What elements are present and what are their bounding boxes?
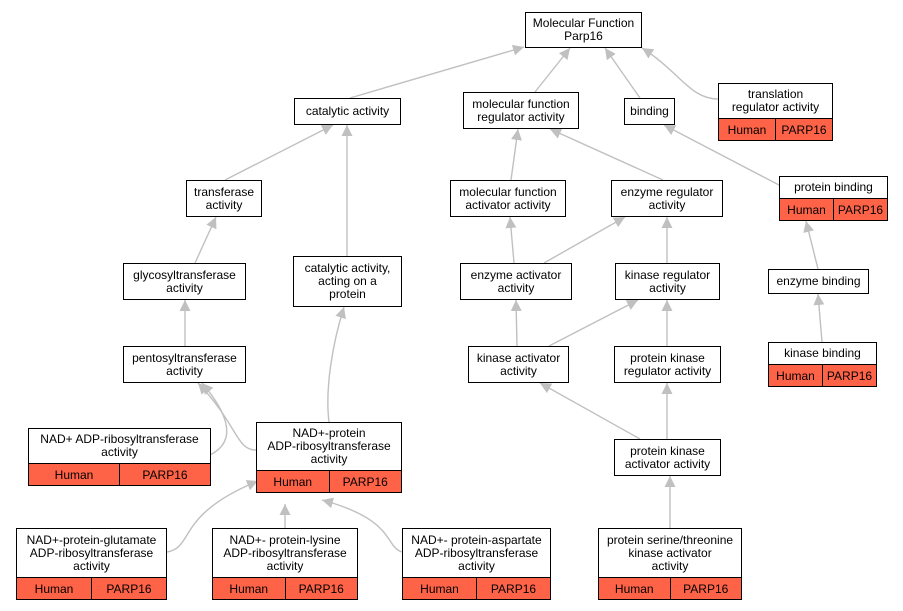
node-pentosyltransferase-activity[interactable]: pentosyltransferase activity	[123, 346, 246, 383]
node-protein-binding[interactable]: protein binding Human PARP16	[779, 176, 888, 221]
gene-cell: PARP16	[91, 578, 166, 599]
node-label: catalytic activity, acting on a protein	[304, 261, 391, 301]
gene-cell: PARP16	[328, 471, 402, 492]
node-nad-protein-glutamate-adp-ribosyltransferase-activity[interactable]: NAD+-protein-glutamate ADP-ribosyltransf…	[16, 528, 167, 600]
node-label: NAD+-protein-glutamate ADP-ribosyltransf…	[26, 532, 157, 573]
node-nad-protein-aspartate-adp-ribosyltransferase-activity[interactable]: NAD+- protein-aspartate ADP-ribosyltrans…	[402, 528, 551, 600]
gene-cell: PARP16	[476, 578, 550, 599]
edge-transferase-to-catalytic	[224, 124, 334, 181]
organism-cell: Human	[727, 122, 767, 137]
node-label: kinase activator activity	[476, 350, 561, 378]
node-protein-kinase-activator-activity[interactable]: protein kinase activator activity	[614, 439, 721, 476]
organism-cell: Human	[614, 581, 654, 596]
node-molecular-function-activator-activity[interactable]: molecular function activator activity	[450, 180, 566, 217]
gene-cell: PARP16	[119, 464, 210, 485]
node-label: translation regulator activity	[731, 87, 820, 114]
node-label: enzyme activator activity	[470, 267, 562, 295]
node-label: transferase activity	[193, 184, 255, 212]
node-label: catalytic activity	[305, 104, 390, 118]
node-label: Molecular Function Parp16	[532, 16, 635, 43]
node-label: protein kinase activator activity	[624, 443, 711, 471]
node-label: pentosyltransferase activity	[132, 350, 237, 378]
node-nad-adp-ribosyltransferase-activity[interactable]: NAD+ ADP-ribosyltransferase activity Hum…	[28, 428, 211, 486]
organism-cell: Human	[776, 368, 815, 383]
edge-glutamate-to-nadprotein	[166, 480, 259, 553]
annotation-row: Human PARP16	[29, 463, 210, 485]
annotation-row: Human PARP16	[17, 577, 166, 599]
node-nad-protein-lysine-adp-ribosyltransferase-activity[interactable]: NAD+- protein-lysine ADP-ribosyltransfer…	[212, 528, 358, 600]
node-label: molecular function activator activity	[459, 184, 557, 212]
node-protein-kinase-regulator-activity[interactable]: protein kinase regulator activity	[614, 346, 721, 383]
node-enzyme-binding[interactable]: enzyme binding	[768, 269, 869, 294]
node-transferase-activity[interactable]: transferase activity	[186, 180, 262, 217]
edge-activator-to-regulator	[510, 128, 522, 181]
node-kinase-activator-activity[interactable]: kinase activator activity	[468, 346, 569, 383]
node-label: NAD+ ADP-ribosyltransferase activity	[40, 432, 199, 459]
annotation-row: Human PARP16	[213, 577, 357, 599]
organism-cell: Human	[34, 581, 74, 596]
node-molecular-function-parp16[interactable]: Molecular Function Parp16	[525, 12, 642, 48]
edge-protbinding-to-binding	[663, 124, 780, 186]
edge-kinact-to-kinreg	[548, 299, 639, 347]
node-label: NAD+- protein-lysine ADP-ribosyltransfer…	[223, 532, 347, 573]
annotation-row: Human PARP16	[719, 118, 832, 140]
node-label: enzyme binding	[776, 274, 861, 288]
node-label: molecular function regulator activity	[472, 96, 570, 124]
node-protein-serine-threonine-kinase-activator-activity[interactable]: protein serine/threonine kinase activato…	[598, 528, 742, 600]
node-nad-protein-adp-ribosyltransferase-activity[interactable]: NAD+-protein ADP-ribosyltransferase acti…	[256, 422, 402, 493]
node-enzyme-regulator-activity[interactable]: enzyme regulator activity	[611, 180, 723, 217]
node-label: enzyme regulator activity	[620, 184, 714, 212]
organism-cell: Human	[420, 581, 459, 596]
node-label: protein serine/threonine kinase activato…	[606, 532, 734, 573]
gene-cell: PARP16	[822, 365, 876, 386]
edge-aspartate-to-nadprotein	[321, 497, 403, 553]
node-label: NAD+-protein ADP-ribosyltransferase acti…	[267, 426, 391, 466]
node-kinase-binding[interactable]: kinase binding Human PARP16	[768, 342, 877, 387]
organism-cell: Human	[787, 202, 826, 217]
node-glycosyltransferase-activity[interactable]: glycosyltransferase activity	[123, 263, 246, 300]
edge-glyco-to-transferase	[194, 216, 217, 264]
gene-cell: PARP16	[833, 199, 887, 220]
node-translation-regulator-activity[interactable]: translation regulator activity Human PAR…	[718, 83, 833, 141]
edge-kinbinding-to-enzbinding	[813, 293, 825, 343]
node-kinase-regulator-activity[interactable]: kinase regulator activity	[615, 263, 720, 300]
edge-enzbind-to-protbinding	[803, 220, 819, 270]
edge-enzact-to-enzreg	[543, 216, 626, 264]
node-label: NAD+- protein-aspartate ADP-ribosyltrans…	[411, 532, 542, 573]
node-molecular-function-regulator-activity[interactable]: molecular function regulator activity	[463, 92, 579, 129]
organism-cell: Human	[229, 581, 269, 596]
annotation-row: Human PARP16	[599, 577, 741, 599]
edge-translation-to-root	[641, 47, 719, 100]
edge-regulator-to-root	[534, 47, 571, 93]
node-label: binding	[630, 104, 669, 118]
gene-cell: PARP16	[669, 578, 742, 599]
edge-binding-to-root	[604, 47, 641, 99]
node-binding[interactable]: binding	[624, 98, 675, 125]
edge-enzact-to-mfactivator	[505, 216, 517, 264]
node-label: glycosyltransferase activity	[133, 267, 236, 295]
annotation-row: Human PARP16	[257, 470, 401, 492]
edge-catalytic-to-root	[349, 44, 525, 99]
node-label: kinase binding	[784, 346, 861, 360]
edge-enzreg-to-regulator	[549, 128, 664, 181]
gene-cell: PARP16	[775, 119, 832, 140]
node-catalytic-activity-acting-on-protein[interactable]: catalytic activity, acting on a protein	[293, 256, 402, 307]
node-label: protein binding	[794, 180, 873, 194]
node-enzyme-activator-activity[interactable]: enzyme activator activity	[460, 263, 572, 300]
annotation-row: Human PARP16	[403, 577, 550, 599]
organism-cell: Human	[273, 474, 313, 489]
organism-cell: Human	[54, 467, 94, 482]
edge-nadprotein-to-catprotein	[327, 306, 346, 423]
annotation-row: Human PARP16	[769, 364, 876, 386]
gene-cell: PARP16	[284, 578, 358, 599]
edge-kinact-to-enzact	[510, 299, 522, 347]
node-catalytic-activity[interactable]: catalytic activity	[294, 98, 401, 125]
annotation-row: Human PARP16	[780, 198, 887, 220]
node-label: protein kinase regulator activity	[623, 350, 712, 378]
node-label: kinase regulator activity	[624, 267, 711, 295]
edge-nadprotein-to-pentosyl	[197, 382, 257, 451]
edge-pkact-to-kinact	[539, 382, 641, 440]
